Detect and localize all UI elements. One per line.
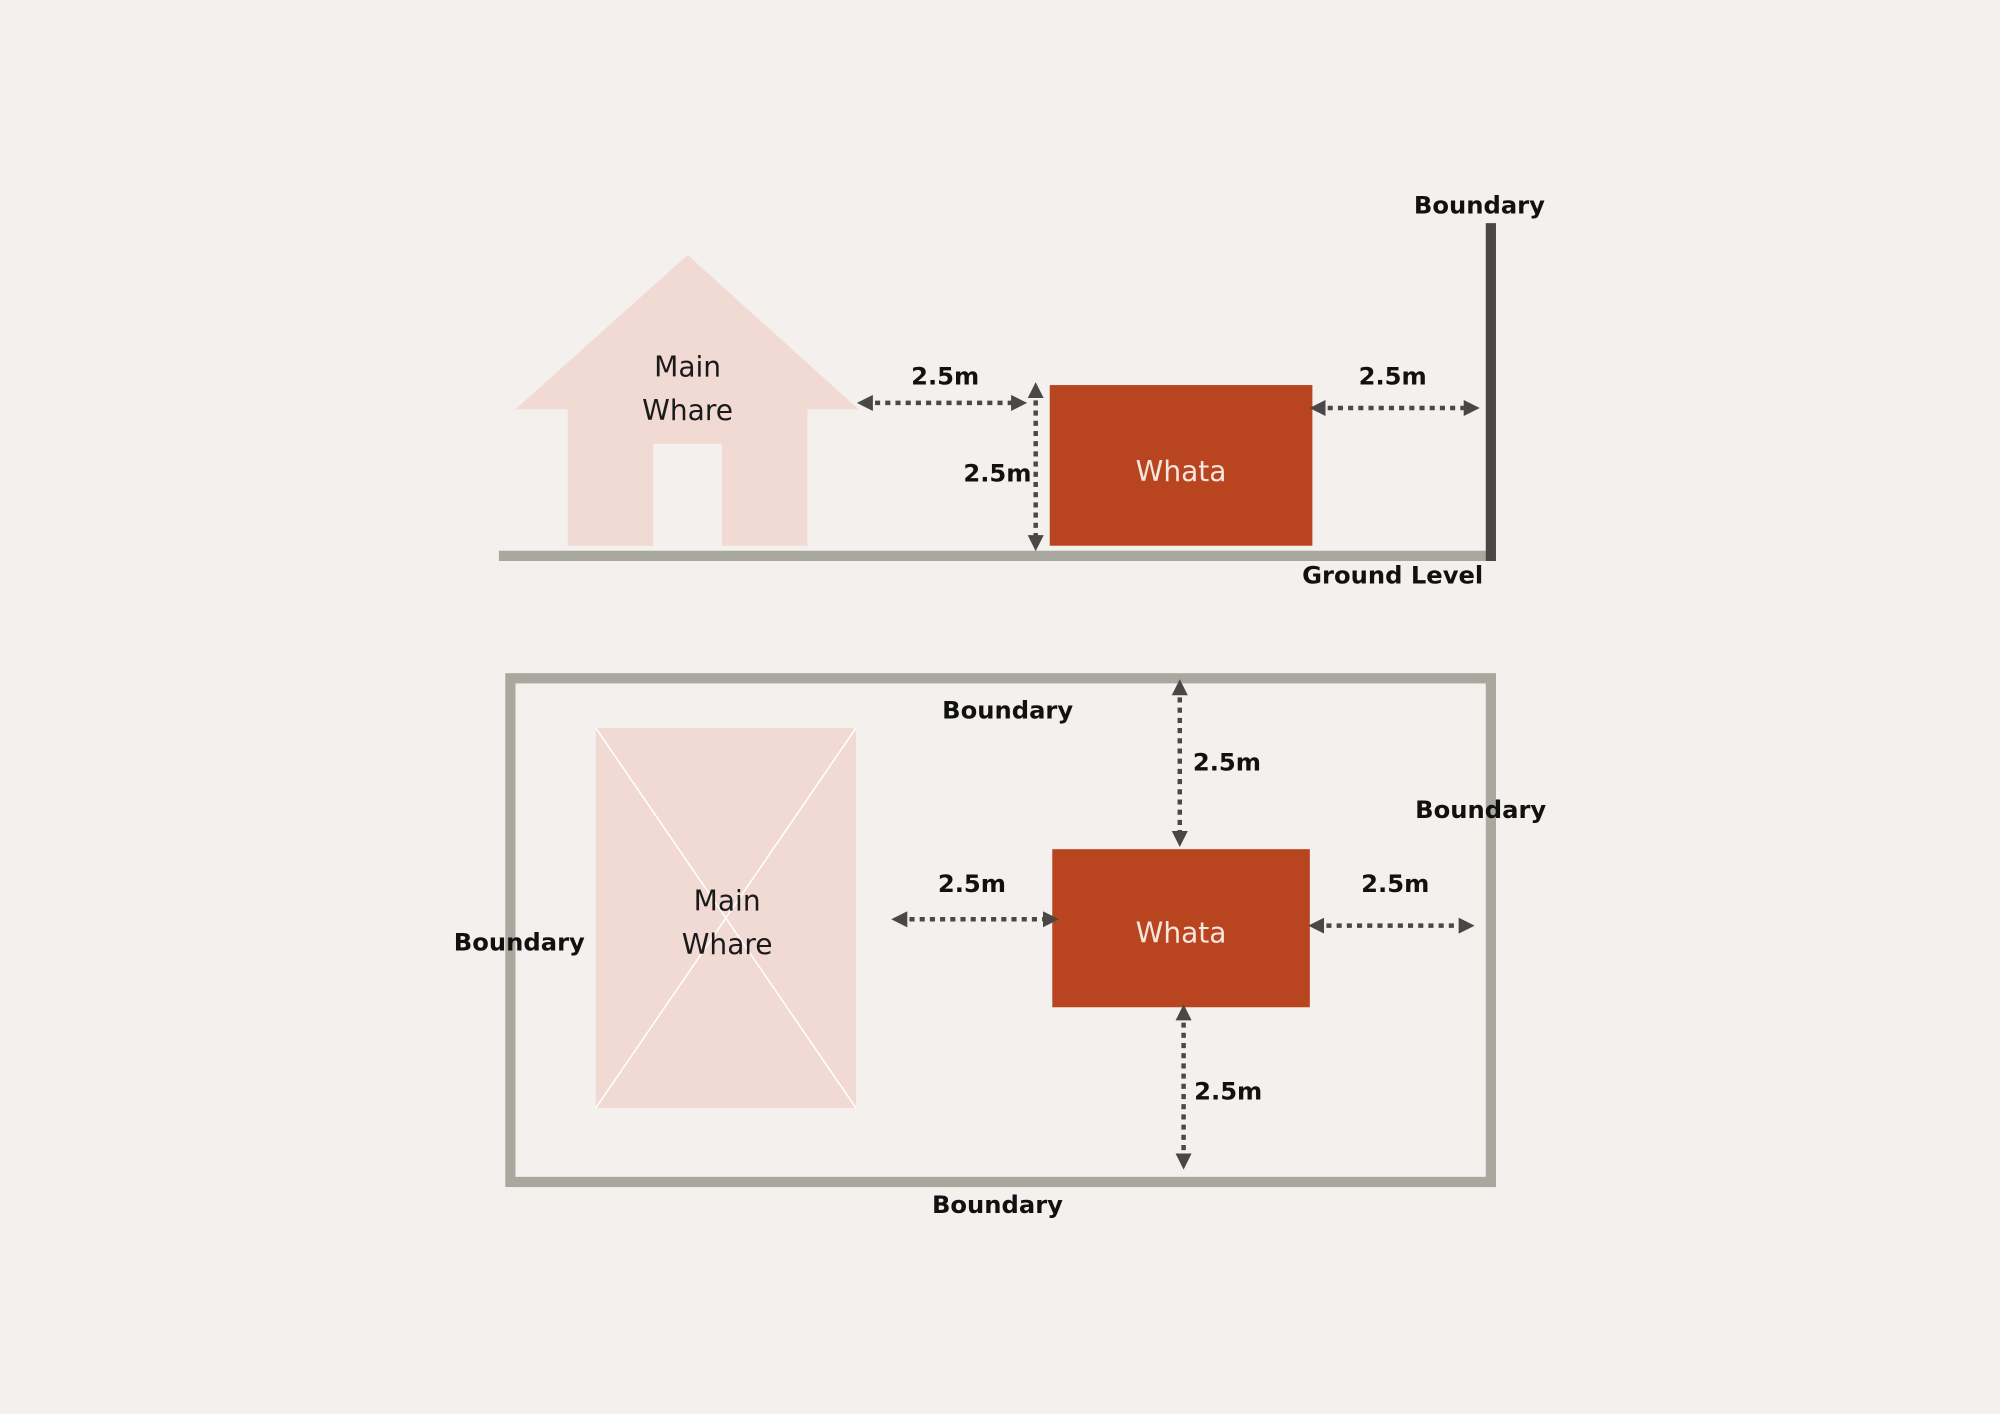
plan-view: Main Whare Whata Boundary Boundary Bound…: [454, 673, 1546, 1219]
whata-block: [1049, 385, 1313, 546]
dimension-label-height: 2.5m: [963, 459, 1031, 487]
boundary-label-left: Boundary: [454, 929, 585, 957]
dimension-label-house-whata: 2.5m: [911, 362, 979, 390]
elevation-view: Main Whare Whata Boundary Ground Level 2…: [498, 192, 1545, 589]
whata-label: Whata: [1136, 455, 1227, 488]
ground-level-label: Ground Level: [1302, 561, 1483, 589]
whata-footprint: [1052, 849, 1310, 1008]
property-boundary: [505, 673, 1496, 1188]
dimension-label-left: 2.5m: [938, 870, 1006, 898]
dimension-label-top: 2.5m: [1193, 749, 1261, 777]
main-whare-label-line1: Main: [654, 350, 721, 383]
main-whare-house-shape: [515, 255, 859, 546]
dimension-label-whata-boundary: 2.5m: [1359, 362, 1427, 390]
main-whare-label-line2: Whare: [682, 928, 773, 961]
footprint-cross-line: [595, 727, 857, 1109]
dimension-label-right: 2.5m: [1361, 870, 1429, 898]
dimension-label-bottom: 2.5m: [1194, 1078, 1262, 1106]
main-whare-label-line1: Main: [694, 885, 761, 918]
whata-label: Whata: [1136, 917, 1227, 950]
boundary-label-bottom: Boundary: [932, 1191, 1063, 1219]
boundary-label: Boundary: [1414, 192, 1545, 220]
boundary-label-top: Boundary: [942, 696, 1073, 724]
main-whare-label-line2: Whare: [642, 394, 733, 427]
boundary-label-right: Boundary: [1415, 796, 1546, 824]
